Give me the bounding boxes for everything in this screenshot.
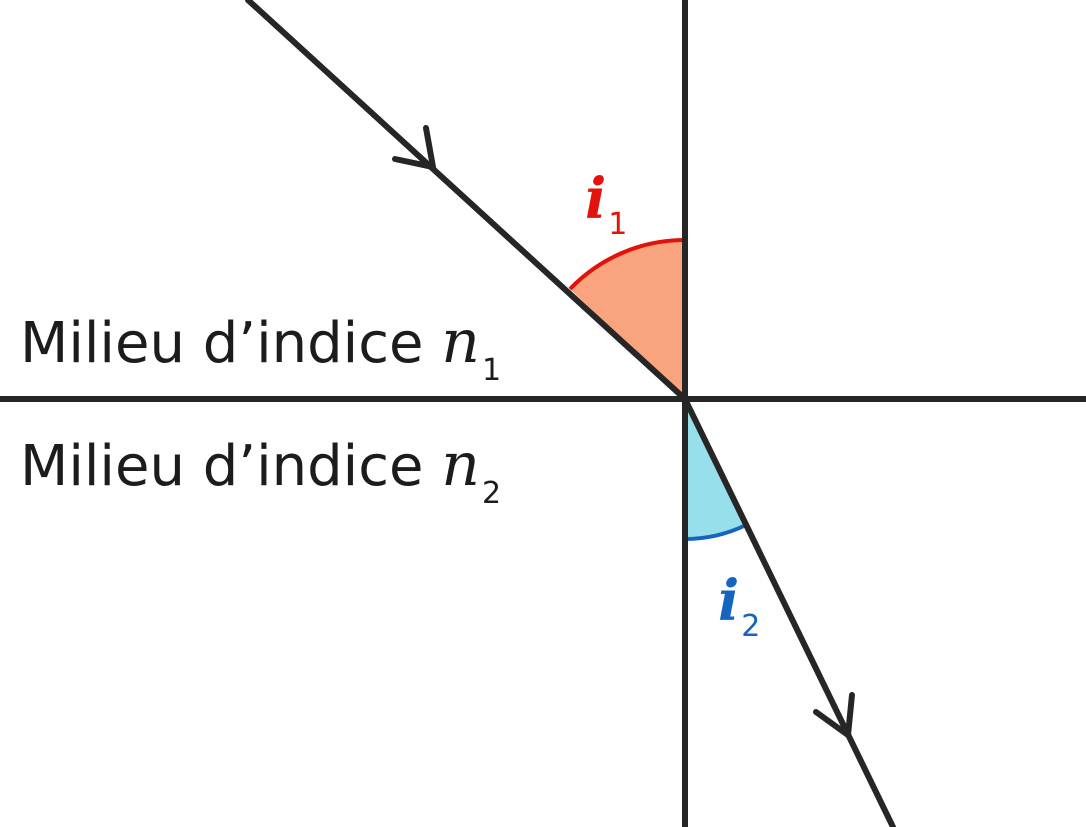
incidence-angle-arc (568, 237, 686, 291)
incidence-angle-sector (570, 239, 685, 399)
incident-ray (245, 0, 688, 402)
medium-1-label: Milieu d’indice n1 (20, 307, 501, 388)
medium-2-label: Milieu d’indice n2 (20, 430, 501, 511)
refracted-ray-arrowhead (813, 692, 855, 741)
refraction-angle-label: i2 (718, 568, 760, 644)
incidence-angle-label: i1 (585, 166, 627, 242)
refracted-ray (682, 396, 896, 827)
refraction-angle-arc (684, 523, 747, 541)
incident-ray-arrowhead (392, 125, 437, 171)
